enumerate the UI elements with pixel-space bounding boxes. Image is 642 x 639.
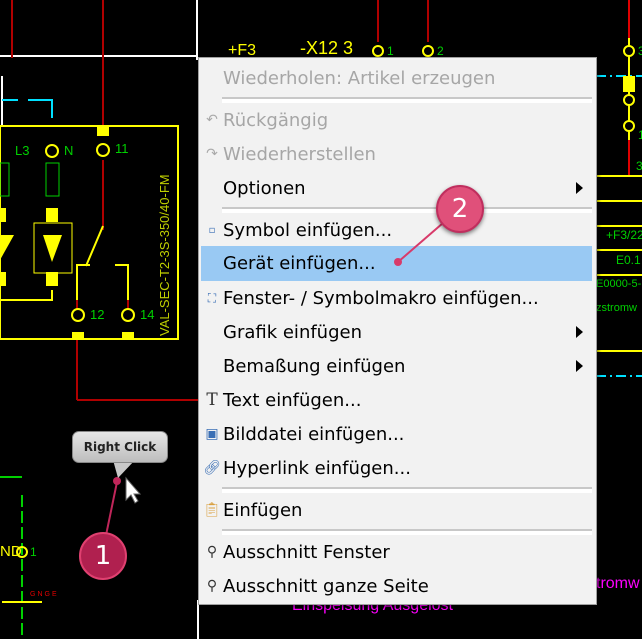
undo-icon: ↶ [206, 112, 218, 128]
menu-label: Grafik einfügen [223, 321, 362, 343]
menu-label: Text einfügen... [223, 389, 362, 411]
menu-label: Rückgängig [223, 109, 329, 131]
menu-label: Fenster- / Symbolmakro einfügen... [223, 287, 539, 309]
pin-3b: 3 [636, 159, 642, 173]
menu-item-paste[interactable]: 📋︎Einfügen [200, 493, 595, 527]
redo-icon: ↷ [206, 146, 218, 162]
menu-separator [222, 97, 592, 103]
submenu-arrow-icon [576, 182, 583, 194]
link-icon: 🔗︎ [203, 460, 221, 476]
zoom-page-icon: ⚲ [206, 578, 218, 594]
menu-label: Wiederherstellen [223, 143, 376, 165]
menu-label: Ausschnitt Fenster [223, 541, 390, 563]
menu-label: Bilddatei einfügen... [223, 423, 405, 445]
label-n: N [64, 143, 74, 158]
menu-label: Symbol einfügen... [223, 219, 393, 241]
menu-label: Ausschnitt ganze Seite [223, 575, 429, 597]
menu-item-insert-hyperlink[interactable]: 🔗︎Hyperlink einfügen... [200, 451, 595, 485]
label-x12: -X12 3 [300, 38, 354, 58]
terminal-11: 11 [115, 141, 129, 156]
menu-item-repeat[interactable]: Wiederholen: Artikel erzeugen [200, 61, 595, 95]
menu-label: Bemaßung einfügen [223, 355, 406, 377]
right-click-callout: Right Click [72, 431, 168, 463]
menu-label: Einfügen [223, 499, 303, 521]
label-zstrom: zstromw [596, 302, 637, 314]
pin-1: 1 [387, 44, 394, 58]
label-nd: ND [0, 543, 22, 560]
label-e01: E0.1 [616, 253, 641, 267]
terminal-12: 12 [90, 307, 105, 322]
label-nd-1: 1 [30, 545, 37, 559]
menu-item-undo[interactable]: ↶ Rückgängig [200, 103, 595, 137]
image-icon: ▣ [205, 426, 219, 442]
menu-item-insert-graphic[interactable]: Grafik einfügen [200, 315, 595, 349]
label-e0000: E0000-5- [596, 278, 642, 290]
label-stromw: tromw [596, 575, 640, 592]
context-menu: Wiederholen: Artikel erzeugen ↶ Rückgängi… [198, 57, 597, 605]
pin-1b: 1 [638, 128, 642, 142]
menu-separator [222, 529, 592, 535]
menu-label: Hyperlink einfügen... [223, 457, 411, 479]
label-f3: +F3 [228, 42, 257, 59]
mouse-cursor-icon [125, 476, 142, 504]
menu-item-insert-image[interactable]: ▣Bilddatei einfügen... [200, 417, 595, 451]
step-1-badge: 1 [79, 532, 127, 580]
pin-3a: 3 [638, 44, 642, 58]
zoom-window-icon: ⚲ [206, 544, 218, 560]
menu-label: Optionen [223, 177, 306, 199]
submenu-arrow-icon [576, 326, 583, 338]
step-2-badge: 2 [436, 185, 484, 233]
text-icon: T [206, 390, 218, 410]
menu-separator [222, 487, 592, 493]
menu-label: Gerät einfügen... [223, 253, 376, 274]
menu-item-insert-macro[interactable]: ⛶ Fenster- / Symbolmakro einfügen... [200, 281, 595, 315]
symbol-icon: ▫ [208, 224, 216, 236]
menu-item-insert-dimension[interactable]: Bemaßung einfügen [200, 349, 595, 383]
terminal-14: 14 [140, 307, 155, 322]
label-l3: L3 [15, 143, 30, 158]
paste-icon: 📋︎ [203, 502, 221, 518]
menu-label: Wiederholen: Artikel erzeugen [223, 67, 496, 89]
menu-separator [222, 207, 592, 213]
label-gnge: GNGE [30, 591, 59, 598]
submenu-arrow-icon [576, 360, 583, 372]
macro-icon: ⛶ [207, 290, 217, 305]
menu-item-zoom-page[interactable]: ⚲ Ausschnitt ganze Seite [200, 569, 595, 603]
label-f3-22: +F3/22 [606, 228, 642, 242]
menu-item-insert-device[interactable]: Gerät einfügen... [201, 246, 592, 281]
menu-item-zoom-window[interactable]: ⚲ Ausschnitt Fenster [200, 535, 595, 569]
pin-2: 2 [437, 44, 444, 58]
menu-item-options[interactable]: Optionen [200, 171, 595, 205]
menu-item-insert-symbol[interactable]: ▫ Symbol einfügen... [200, 213, 595, 247]
menu-item-redo[interactable]: ↷ Wiederherstellen [200, 137, 595, 171]
